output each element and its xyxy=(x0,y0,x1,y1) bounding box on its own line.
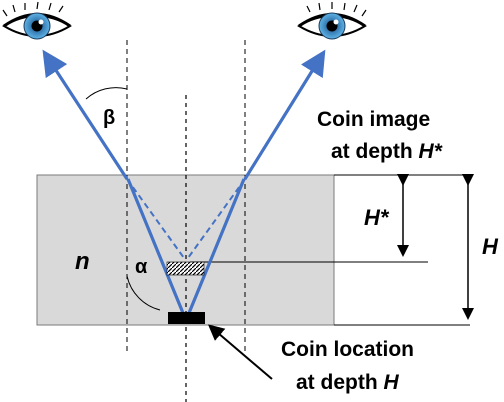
beta-angle-arc xyxy=(85,87,128,100)
true-depth-label: H xyxy=(482,234,499,259)
ray-to-left-eye xyxy=(42,49,129,180)
alpha-angle-arc xyxy=(126,275,161,311)
location-label-line1: Coin location xyxy=(281,338,414,361)
ray-in-medium-left xyxy=(126,178,185,314)
coin-pointer-arrow xyxy=(207,324,273,380)
image-label-line1: Coin image xyxy=(317,108,430,131)
image-label-line2: at depth H* xyxy=(331,140,443,163)
location-label-line2: at depth H xyxy=(296,371,400,394)
coin-image-icon xyxy=(166,261,205,276)
ray-in-medium-right xyxy=(187,178,246,314)
beta-label: β xyxy=(103,107,115,129)
apparent-depth-label: H* xyxy=(364,205,390,230)
medium-label: n xyxy=(75,248,90,275)
virtual-ray-left xyxy=(126,178,185,259)
coin-icon xyxy=(168,312,205,324)
eye-icon xyxy=(297,2,367,40)
alpha-label: α xyxy=(135,256,148,278)
ray-to-right-eye xyxy=(243,49,326,180)
virtual-ray-right xyxy=(187,178,246,259)
eye-icon xyxy=(2,1,72,40)
